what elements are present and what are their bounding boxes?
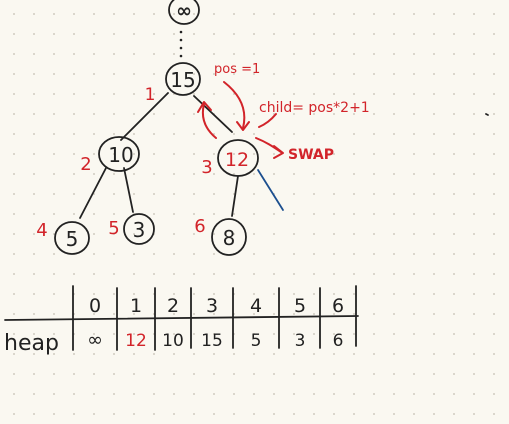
edge-12-empty bbox=[257, 169, 284, 211]
arrow-12-to-15-head bbox=[197, 101, 212, 113]
arrow-15-to-12-head bbox=[236, 121, 250, 131]
heap-table-divider bbox=[4, 315, 359, 321]
tree-node-5: 5 bbox=[54, 221, 90, 255]
heap-row-label: heap bbox=[4, 331, 59, 356]
tree-node-10-index: 2 bbox=[80, 154, 91, 175]
stray-pen-mark bbox=[485, 113, 489, 116]
heap-value-cell: 6 bbox=[333, 331, 344, 351]
tree-node-3-index: 5 bbox=[108, 218, 119, 239]
heap-index-cell: 3 bbox=[206, 295, 218, 317]
heap-index-cell: 6 bbox=[332, 295, 344, 317]
heap-index-cell: 2 bbox=[167, 295, 179, 317]
arrow-15-to-12 bbox=[223, 81, 246, 129]
heap-value-cell-highlighted: 12 bbox=[125, 331, 147, 351]
heap-value-cell: 10 bbox=[162, 331, 184, 351]
edge-10-3 bbox=[123, 167, 134, 213]
heap-value-cell: ∞ bbox=[87, 329, 103, 351]
arrow-12-to-15 bbox=[201, 103, 217, 139]
tree-node-8-value: 8 bbox=[223, 226, 236, 250]
heap-table: heap 0 1 2 3 4 5 6 ∞ 12 10 15 5 3 6 bbox=[4, 285, 359, 356]
heap-index-cell: 1 bbox=[130, 295, 142, 317]
edge-15-10 bbox=[120, 92, 169, 141]
tree-node-15: 15 bbox=[165, 62, 201, 96]
child-formula-pointer bbox=[258, 113, 277, 128]
tree-node-3-value: 3 bbox=[133, 218, 146, 242]
tree-node-3: 3 bbox=[123, 213, 155, 245]
tree-node-15-index: 1 bbox=[145, 85, 156, 105]
heap-index-cell: 4 bbox=[250, 295, 262, 317]
tree-node-12: 12 bbox=[217, 139, 259, 177]
edge-10-5 bbox=[79, 167, 107, 219]
tree-node-5-index: 4 bbox=[36, 220, 47, 241]
tree-node-15-value: 15 bbox=[170, 68, 195, 92]
heap-value-cell: 15 bbox=[201, 331, 223, 351]
pos-annotation: pos =1 bbox=[214, 62, 260, 77]
swap-arrow-head bbox=[273, 145, 284, 159]
edge-12-8 bbox=[231, 175, 239, 217]
root-node: ∞ bbox=[168, 0, 200, 25]
swap-arrow bbox=[255, 137, 282, 153]
tree-node-10: 10 bbox=[98, 136, 140, 172]
heap-index-cell: 5 bbox=[294, 295, 306, 317]
tree-node-12-index: 3 bbox=[201, 157, 212, 178]
heap-index-cell: 0 bbox=[89, 295, 101, 317]
tree-node-12-value: 12 bbox=[225, 149, 249, 171]
tree-node-10-value: 10 bbox=[108, 143, 133, 167]
child-formula: child= pos*2+1 bbox=[259, 100, 370, 116]
swap-label: SWAP bbox=[288, 147, 334, 163]
tree-node-8-index: 6 bbox=[194, 216, 205, 237]
root-node-value: ∞ bbox=[176, 0, 192, 22]
root-dotted-connector bbox=[179, 30, 183, 58]
heap-value-cell: 3 bbox=[295, 331, 306, 351]
tree-node-8: 8 bbox=[211, 218, 247, 256]
edge-15-12 bbox=[193, 95, 233, 133]
heap-value-cell: 5 bbox=[251, 331, 262, 351]
tree-node-5-value: 5 bbox=[66, 227, 79, 251]
